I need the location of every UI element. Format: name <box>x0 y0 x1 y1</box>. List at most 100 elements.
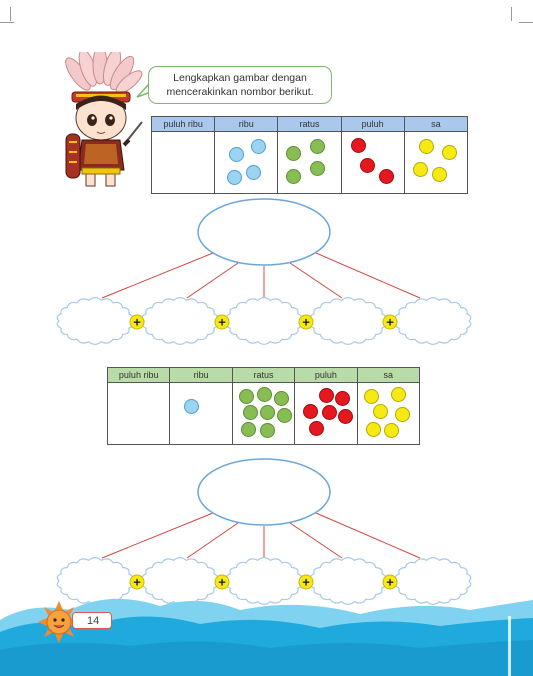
cell-puluh <box>340 131 405 194</box>
green-counter <box>286 146 302 161</box>
plus-sign: + <box>218 575 226 590</box>
red-counter <box>319 388 335 403</box>
blue-counter <box>246 165 262 180</box>
crop-mark <box>0 22 14 23</box>
plus-badge <box>298 314 314 330</box>
crop-mark <box>511 7 512 21</box>
cell-puluh-ribu <box>150 131 216 194</box>
plus-sign: + <box>302 575 310 590</box>
mascot-boy-illustration <box>65 52 143 187</box>
answer-oval[interactable] <box>197 458 331 526</box>
plus-sign: + <box>218 315 226 330</box>
instruction-bubble: Lengkapkan gambar dengan mencerakinkan n… <box>148 66 332 104</box>
yellow-counter <box>365 422 381 437</box>
page-number: 14 <box>72 612 112 629</box>
green-counter <box>240 422 256 437</box>
sea-wave-footer <box>0 598 533 676</box>
plus-badge <box>214 314 230 330</box>
red-counter <box>338 409 354 424</box>
cell-ratus <box>277 131 342 194</box>
answer-cloud-box[interactable] <box>56 297 134 345</box>
answer-cloud-box[interactable] <box>394 297 472 345</box>
crop-mark <box>10 7 11 21</box>
speech-bubble-tail <box>136 83 152 98</box>
plus-badge <box>214 574 230 590</box>
red-counter <box>335 391 351 406</box>
yellow-counter <box>383 423 399 438</box>
green-counter <box>310 161 326 176</box>
cell-sa <box>356 382 421 445</box>
yellow-counter <box>431 167 447 182</box>
place-value-table-1: puluh ribu ribu ratus puluh sa <box>150 116 469 194</box>
cell-ratus <box>231 382 296 445</box>
header-sa: sa <box>403 116 469 132</box>
blue-counter <box>227 170 243 185</box>
yellow-counter <box>394 407 410 422</box>
green-counter <box>259 423 275 438</box>
header-puluh: puluh <box>340 116 405 132</box>
crop-mark <box>519 22 533 23</box>
connector-lines <box>101 252 421 299</box>
cell-puluh <box>294 382 358 445</box>
yellow-counter <box>363 389 379 404</box>
cell-sa <box>403 131 469 194</box>
place-value-table-2: puluh ribu ribu ratus puluh sa <box>106 367 421 445</box>
blue-counter <box>251 139 267 154</box>
green-counter <box>256 387 272 402</box>
connector-lines <box>101 512 421 559</box>
plus-sign: + <box>386 575 394 590</box>
plus-sign: + <box>386 315 394 330</box>
counter-row <box>150 131 469 194</box>
cell-puluh-ribu <box>106 382 171 445</box>
answer-cloud-box[interactable] <box>225 297 303 345</box>
cloud-boxes <box>56 297 472 345</box>
feather-headdress <box>65 52 143 94</box>
sun-mascot-icon <box>38 601 80 643</box>
header-ribu: ribu <box>169 367 233 383</box>
header-puluh-ribu: puluh ribu <box>106 367 171 383</box>
green-counter <box>273 391 289 406</box>
green-counter <box>238 389 254 404</box>
green-counter <box>286 169 302 184</box>
decomposition-diagram-1: ++++ <box>56 198 472 345</box>
table-header-row: puluh ribu ribu ratus puluh sa <box>106 367 421 383</box>
header-ratus: ratus <box>231 367 296 383</box>
header-sa: sa <box>356 367 421 383</box>
plus-badge <box>382 574 398 590</box>
green-counter <box>242 405 258 420</box>
red-counter <box>359 158 375 173</box>
answer-cloud-box[interactable] <box>309 297 387 345</box>
green-counter <box>259 405 275 420</box>
header-puluh: puluh <box>294 367 358 383</box>
header-puluh-ribu: puluh ribu <box>150 116 216 132</box>
answer-oval[interactable] <box>197 198 331 266</box>
counter-row <box>106 382 421 445</box>
plus-signs: + + + + <box>129 574 398 590</box>
yellow-counter <box>418 139 434 154</box>
yellow-counter <box>390 387 406 402</box>
green-counter <box>310 139 326 154</box>
header-ribu: ribu <box>214 116 279 132</box>
plus-badge <box>298 574 314 590</box>
green-counter <box>276 408 292 423</box>
red-counter <box>378 169 394 184</box>
yellow-counter <box>412 162 428 177</box>
yellow-counter <box>441 145 457 160</box>
decomposition-diagram-2: + + + + <box>56 458 472 605</box>
red-counter <box>322 405 338 420</box>
plus-sign: + <box>133 315 141 330</box>
cell-ribu <box>214 131 279 194</box>
red-counter <box>350 138 366 153</box>
plus-badge <box>129 314 145 330</box>
red-counter <box>309 421 325 436</box>
red-counter <box>303 404 319 419</box>
plus-signs: ++++ <box>129 314 398 330</box>
blue-counter <box>184 399 200 414</box>
plus-sign: + <box>133 575 141 590</box>
plus-badge <box>129 574 145 590</box>
table-header-row: puluh ribu ribu ratus puluh sa <box>150 116 469 132</box>
header-ratus: ratus <box>277 116 342 132</box>
answer-cloud-box[interactable] <box>141 297 219 345</box>
yellow-counter <box>372 404 388 419</box>
